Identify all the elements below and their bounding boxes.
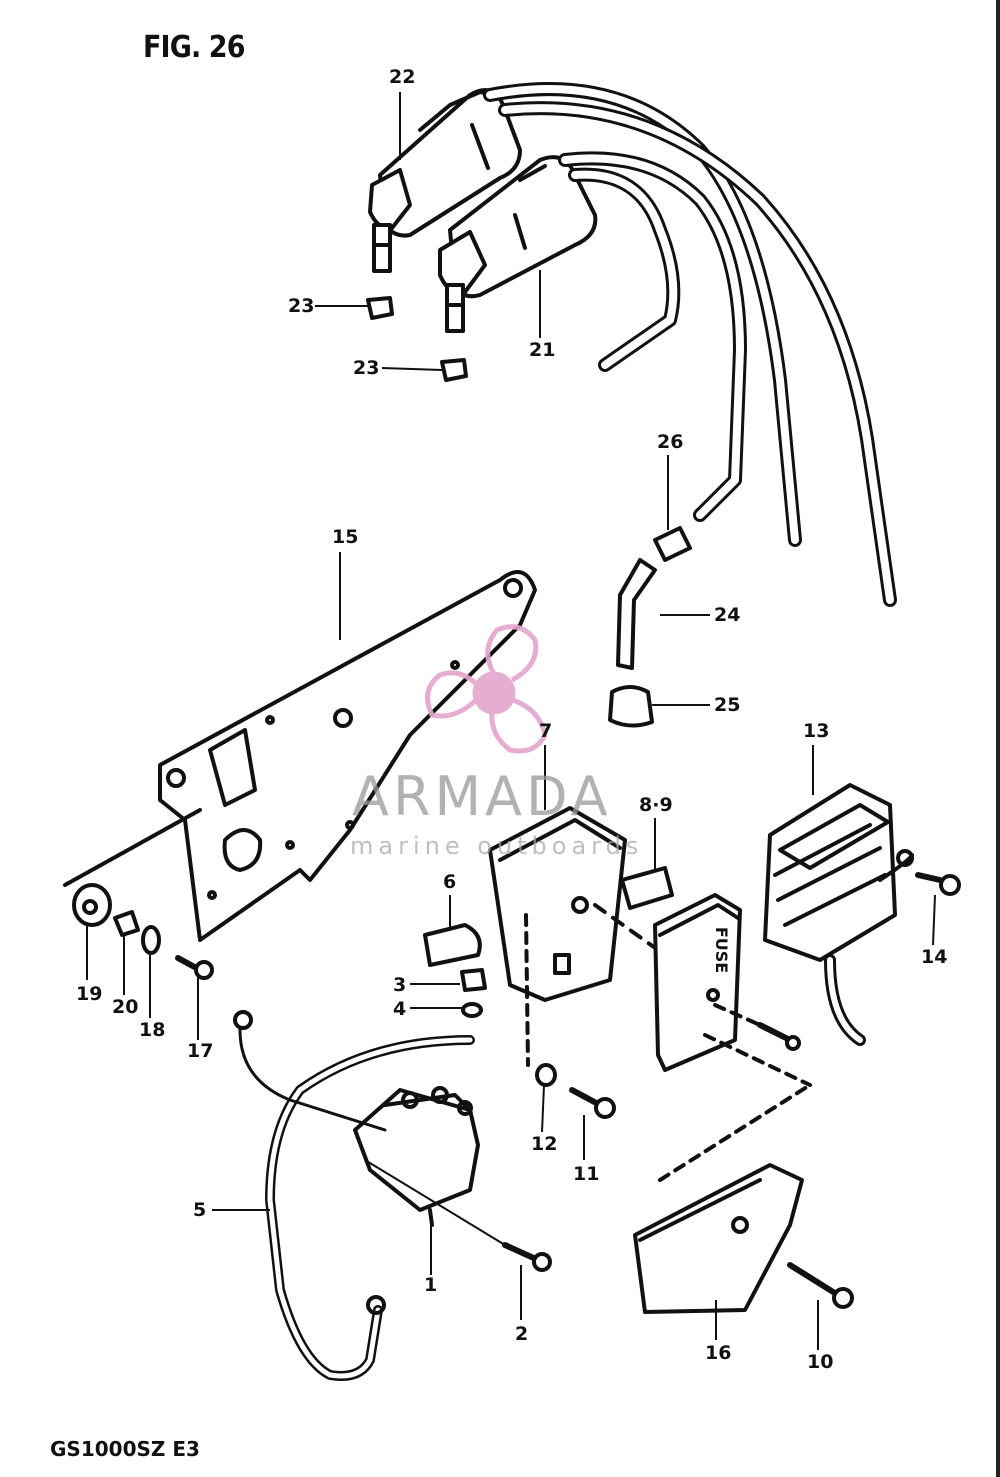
cap-6 — [423, 923, 482, 967]
bracket-15 — [158, 570, 537, 942]
right-border — [996, 0, 1000, 1477]
callout-6: 6 — [443, 871, 457, 893]
callout-26: 26 — [657, 431, 684, 453]
callout-10: 10 — [807, 1351, 834, 1373]
cover-16 — [633, 1163, 804, 1314]
fuse-8-9 — [620, 866, 674, 910]
callout-7: 7 — [539, 720, 553, 742]
nut-23a — [366, 296, 394, 320]
collar-20 — [113, 910, 140, 937]
figure-title: FIG. 26 — [143, 30, 245, 65]
cap-25 — [608, 685, 654, 728]
callout-17: 17 — [187, 1040, 214, 1062]
armada-propeller-logo — [425, 624, 548, 754]
screw-2 — [502, 1242, 541, 1263]
callout-4: 4 — [393, 998, 407, 1020]
watermark-subtitle: marine outboards — [350, 832, 644, 860]
callout-3: 3 — [393, 974, 407, 996]
washer-19 — [72, 883, 112, 927]
callout-14: 14 — [921, 946, 948, 968]
callout-21: 21 — [529, 339, 556, 361]
washer-4 — [461, 1002, 483, 1018]
callout-12: 12 — [531, 1133, 558, 1155]
plug-cap-24 — [616, 558, 657, 670]
fuse-cover-label: FUSE — [712, 926, 732, 974]
nut-23b — [440, 358, 468, 382]
callout-5: 5 — [193, 1199, 207, 1221]
callout-22: 22 — [389, 66, 416, 88]
model-code: GS1000SZ E3 — [50, 1437, 200, 1461]
callout-18: 18 — [139, 1019, 166, 1041]
bolt-10 — [787, 1262, 841, 1298]
fuse-cover — [653, 893, 742, 1072]
callout-23a: 23 — [288, 295, 315, 317]
bolt-11 — [569, 1087, 603, 1108]
watermark-name: ARMADA — [352, 765, 612, 828]
callout-15: 15 — [332, 526, 359, 548]
callout-23b: 23 — [353, 357, 380, 379]
callout-8-9: 8·9 — [639, 794, 673, 816]
nut-3 — [460, 968, 487, 992]
ignition-coil-21 — [438, 155, 598, 333]
callout-11: 11 — [573, 1163, 600, 1185]
callout-25: 25 — [714, 694, 741, 716]
ignition-coil-22 — [368, 88, 522, 273]
callout-1: 1 — [424, 1274, 438, 1296]
callout-16: 16 — [705, 1342, 732, 1364]
bolt-14 — [915, 872, 943, 883]
callout-20: 20 — [112, 996, 139, 1018]
seal-26 — [653, 526, 692, 562]
callout-24: 24 — [714, 604, 741, 626]
callout-13: 13 — [803, 720, 830, 742]
leader-lines — [86, 92, 936, 1350]
ht-leads — [483, 82, 897, 607]
callout-2: 2 — [515, 1323, 529, 1345]
fuse-box-7 — [488, 806, 627, 1002]
callout-19: 19 — [76, 983, 103, 1005]
washer-12 — [535, 1063, 557, 1087]
washer-18 — [141, 925, 161, 955]
